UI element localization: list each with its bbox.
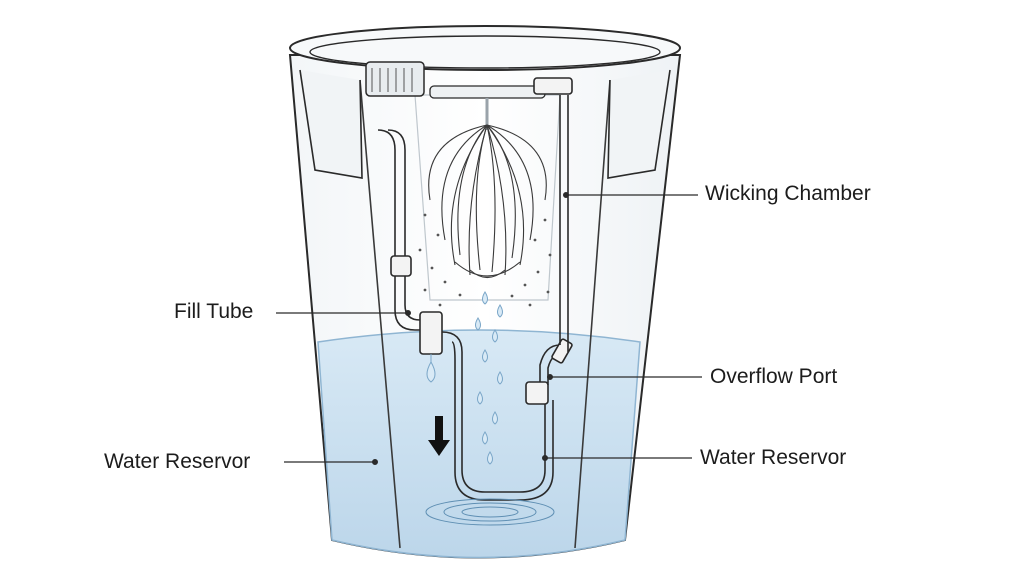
label-fill-tube: Fill Tube [174,300,254,323]
upper-insert [299,69,671,179]
water-drops [475,291,503,465]
fill-tube [377,77,573,501]
top-bar [429,85,546,99]
label-water-reservoir-left: Water Reservor [104,450,251,473]
drip [426,360,436,383]
label-wicking-chamber: Wicking Chamber [705,182,871,205]
flow-arrow [428,416,450,456]
pot-rim-inner [309,35,661,69]
roots [428,124,547,279]
label-overflow-port: Overflow Port [710,365,838,388]
label-water-reservoir-right: Water Reservor [700,446,847,469]
pot-rim [289,25,681,71]
water-reservoir [317,329,641,559]
ripples [425,498,555,526]
pump-cap [365,61,425,97]
soil-dots [418,213,552,307]
leader-lines [276,192,702,466]
inner-liner [359,79,611,549]
